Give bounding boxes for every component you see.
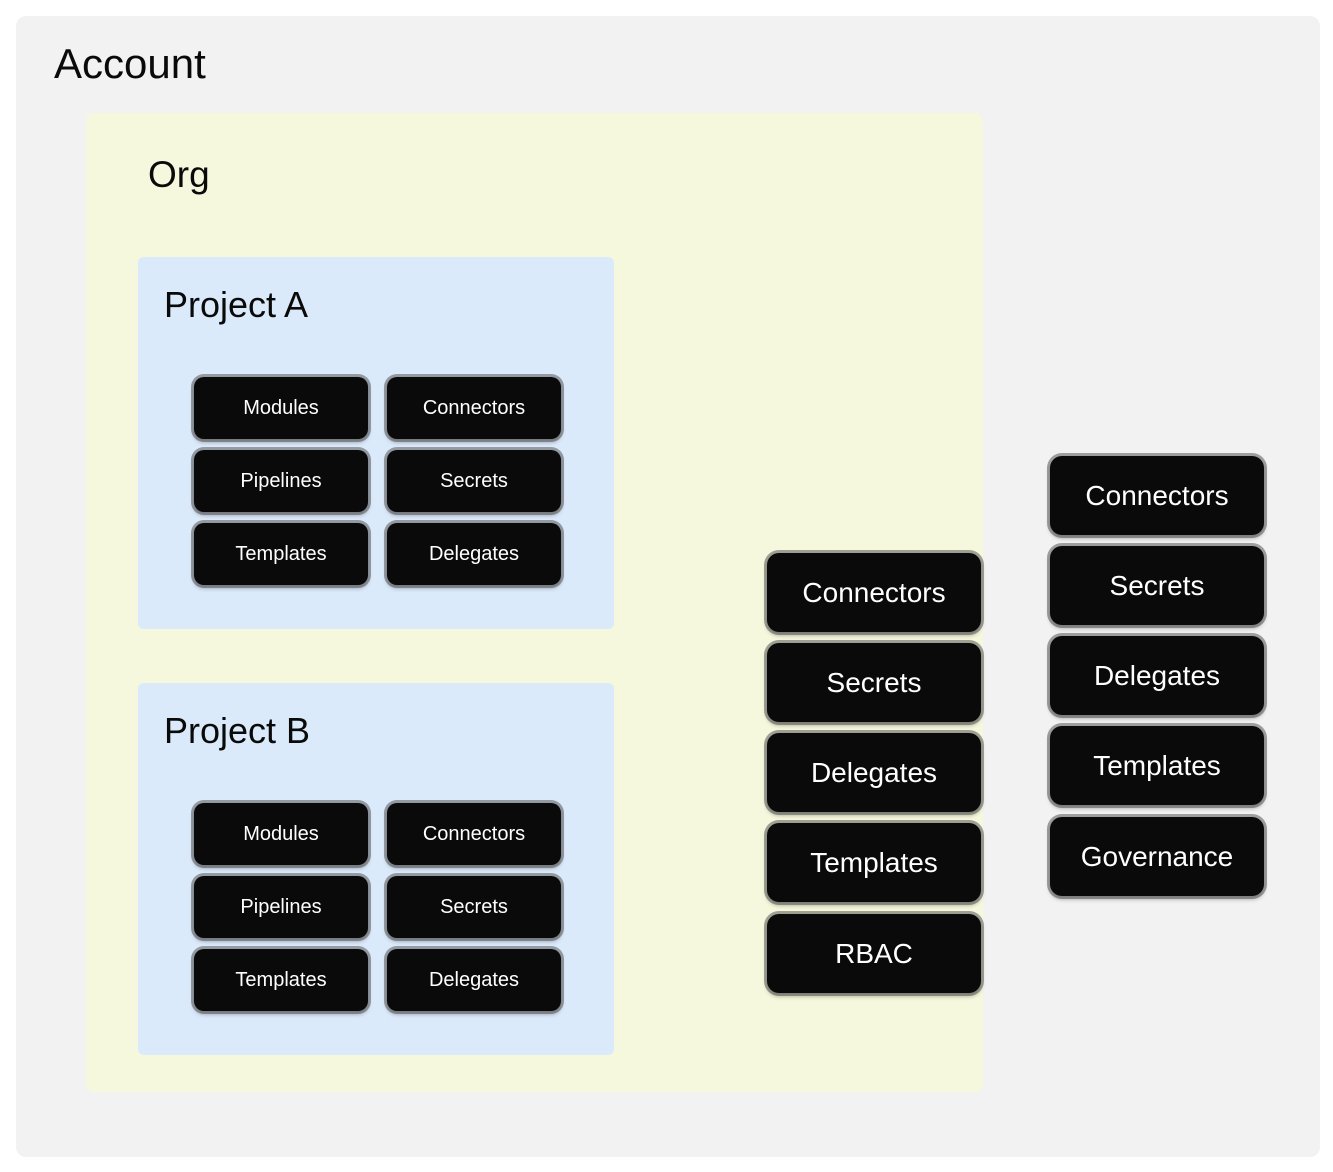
account-resource-connectors[interactable]: Connectors bbox=[1050, 456, 1264, 535]
org-resource-templates[interactable]: Templates bbox=[767, 823, 981, 902]
project-b-resource-modules[interactable]: Modules bbox=[194, 803, 368, 865]
project-b-resource-pipelines[interactable]: Pipelines bbox=[194, 876, 368, 938]
account-resource-governance[interactable]: Governance bbox=[1050, 817, 1264, 896]
project-a-panel: Project A Modules Pipelines Templates Co… bbox=[138, 257, 614, 629]
org-resource-delegates[interactable]: Delegates bbox=[767, 733, 981, 812]
org-resource-secrets[interactable]: Secrets bbox=[767, 643, 981, 722]
project-a-resource-secrets[interactable]: Secrets bbox=[387, 450, 561, 512]
project-a-resource-connectors[interactable]: Connectors bbox=[387, 377, 561, 439]
account-scope-panel: Account Org Project A Modules Pipelines … bbox=[16, 16, 1320, 1157]
project-b-resource-secrets[interactable]: Secrets bbox=[387, 876, 561, 938]
project-a-resource-modules[interactable]: Modules bbox=[194, 377, 368, 439]
project-a-resource-templates[interactable]: Templates bbox=[194, 523, 368, 585]
project-a-resource-delegates[interactable]: Delegates bbox=[387, 523, 561, 585]
project-b-title: Project B bbox=[164, 710, 311, 751]
project-b-resource-templates[interactable]: Templates bbox=[194, 949, 368, 1011]
project-a-resource-pipelines[interactable]: Pipelines bbox=[194, 450, 368, 512]
project-b-panel: Project B Modules Pipelines Templates Co… bbox=[138, 683, 614, 1055]
org-resource-connectors[interactable]: Connectors bbox=[767, 553, 981, 632]
account-resource-templates[interactable]: Templates bbox=[1050, 726, 1264, 805]
project-a-title: Project A bbox=[164, 284, 309, 325]
account-resource-delegates[interactable]: Delegates bbox=[1050, 636, 1264, 715]
account-resource-secrets[interactable]: Secrets bbox=[1050, 546, 1264, 625]
account-scope-title: Account bbox=[54, 40, 206, 87]
project-b-resource-delegates[interactable]: Delegates bbox=[387, 949, 561, 1011]
org-resource-rbac[interactable]: RBAC bbox=[767, 914, 981, 993]
project-b-resource-connectors[interactable]: Connectors bbox=[387, 803, 561, 865]
org-scope-title: Org bbox=[148, 154, 210, 195]
org-scope-panel: Org Project A Modules Pipelines Template… bbox=[86, 113, 983, 1092]
